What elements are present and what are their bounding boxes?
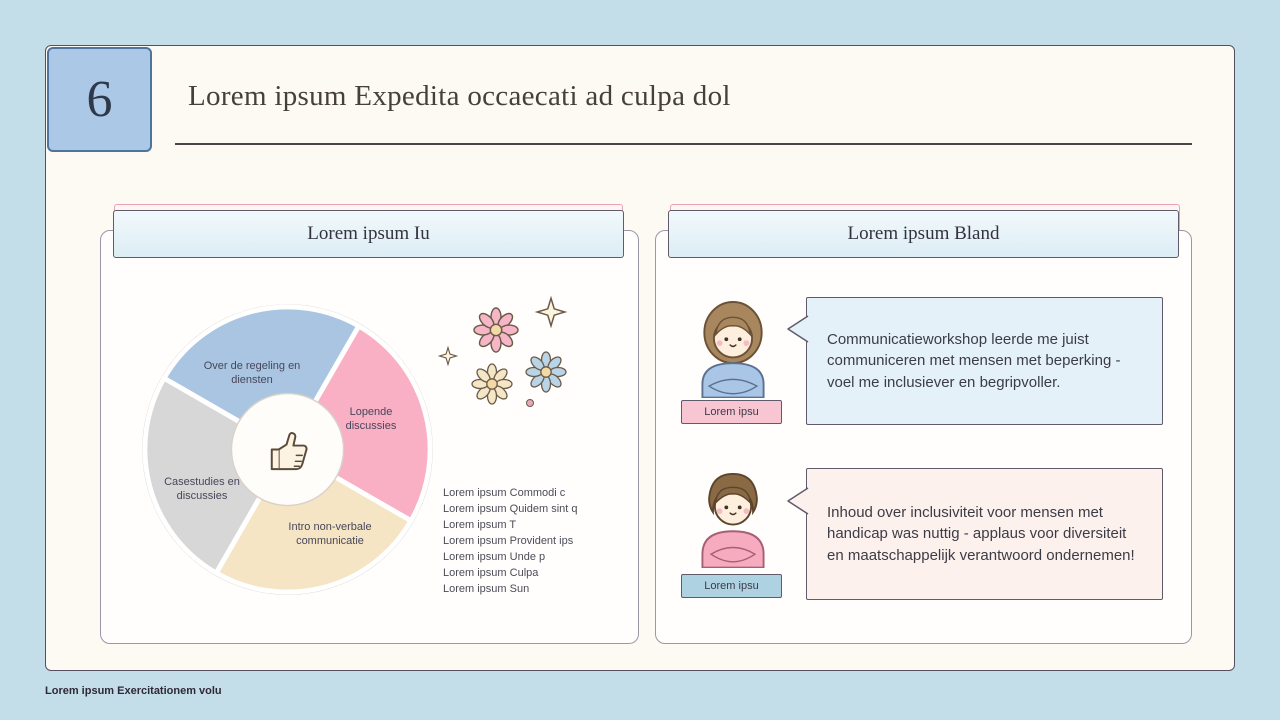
page-number-tile: 6 [47, 47, 152, 152]
daisy-cream-icon [471, 363, 513, 405]
name-badge-label: Lorem ipsu [704, 580, 759, 592]
left-panel-title: Lorem ipsum Iu [307, 223, 430, 244]
segment-label-blue: Over de regeling en diensten [203, 360, 301, 386]
speech-bubble: Communicatieworkshop leerde me juist com… [806, 297, 1163, 425]
flower-decor [430, 290, 580, 415]
notes-list: Lorem ipsum Commodi c Lorem ipsum Quidem… [443, 485, 578, 597]
note-line: Lorem ipsum T [443, 519, 517, 531]
testimonial-quote: Inhoud over inclusiviteit voor mensen me… [827, 504, 1135, 564]
cycle-diagram-graphic [142, 304, 433, 595]
cycle-segment-cream [213, 447, 414, 595]
right-panel-title: Lorem ipsum Bland [847, 223, 1000, 244]
speech-bubble: Inhoud over inclusiviteit voor mensen me… [806, 468, 1163, 600]
right-panel-header: Lorem ipsum Bland [668, 210, 1179, 258]
flower-decor-graphic [439, 297, 567, 407]
speech-pointer-icon [787, 487, 809, 515]
cycle-diagram: Over de regeling en diensten Lopende dis… [140, 302, 435, 597]
footer-caption: Lorem ipsum Exercitationem volu [45, 685, 222, 697]
segment-label-cream: Intro non-verbale communicatie [288, 521, 372, 547]
speech-pointer-icon [787, 315, 809, 343]
name-badge-label: Lorem ipsu [704, 406, 759, 418]
slide-title: Lorem ipsum Expedita occaecati ad culpa … [188, 80, 731, 112]
daisy-blue-icon [525, 351, 567, 393]
name-badge: Lorem ipsu [681, 400, 782, 424]
thumbs-up-icon [270, 432, 308, 471]
note-line: Lorem ipsum Culpa [443, 567, 539, 579]
note-line: Lorem ipsum Sun [443, 583, 530, 595]
daisy-pink-icon [473, 307, 519, 353]
note-line: Lorem ipsum Provident ips [443, 535, 574, 547]
sparkle-icon [439, 347, 457, 365]
left-panel-header: Lorem ipsum Iu [113, 210, 624, 258]
cycle-segment-pink [285, 323, 433, 524]
girl-avatar [690, 292, 776, 399]
dot-decor [526, 399, 534, 407]
page-number: 6 [86, 71, 113, 128]
cycle-segment-blue [161, 304, 362, 452]
segment-label-pink: Lopende discussies [345, 406, 397, 432]
note-line: Lorem ipsum Quidem sint q [443, 503, 578, 515]
boy-avatar [690, 462, 776, 569]
title-underline [175, 143, 1192, 145]
sparkle-icon [536, 297, 566, 327]
note-line: Lorem ipsum Unde p [443, 551, 546, 563]
segment-label-gray: Casestudies en discussies [164, 476, 240, 502]
cycle-segment-gray [142, 375, 290, 576]
note-line: Lorem ipsum Commodi c [443, 487, 566, 499]
name-badge: Lorem ipsu [681, 574, 782, 598]
testimonial-quote: Communicatieworkshop leerde me juist com… [827, 331, 1121, 391]
